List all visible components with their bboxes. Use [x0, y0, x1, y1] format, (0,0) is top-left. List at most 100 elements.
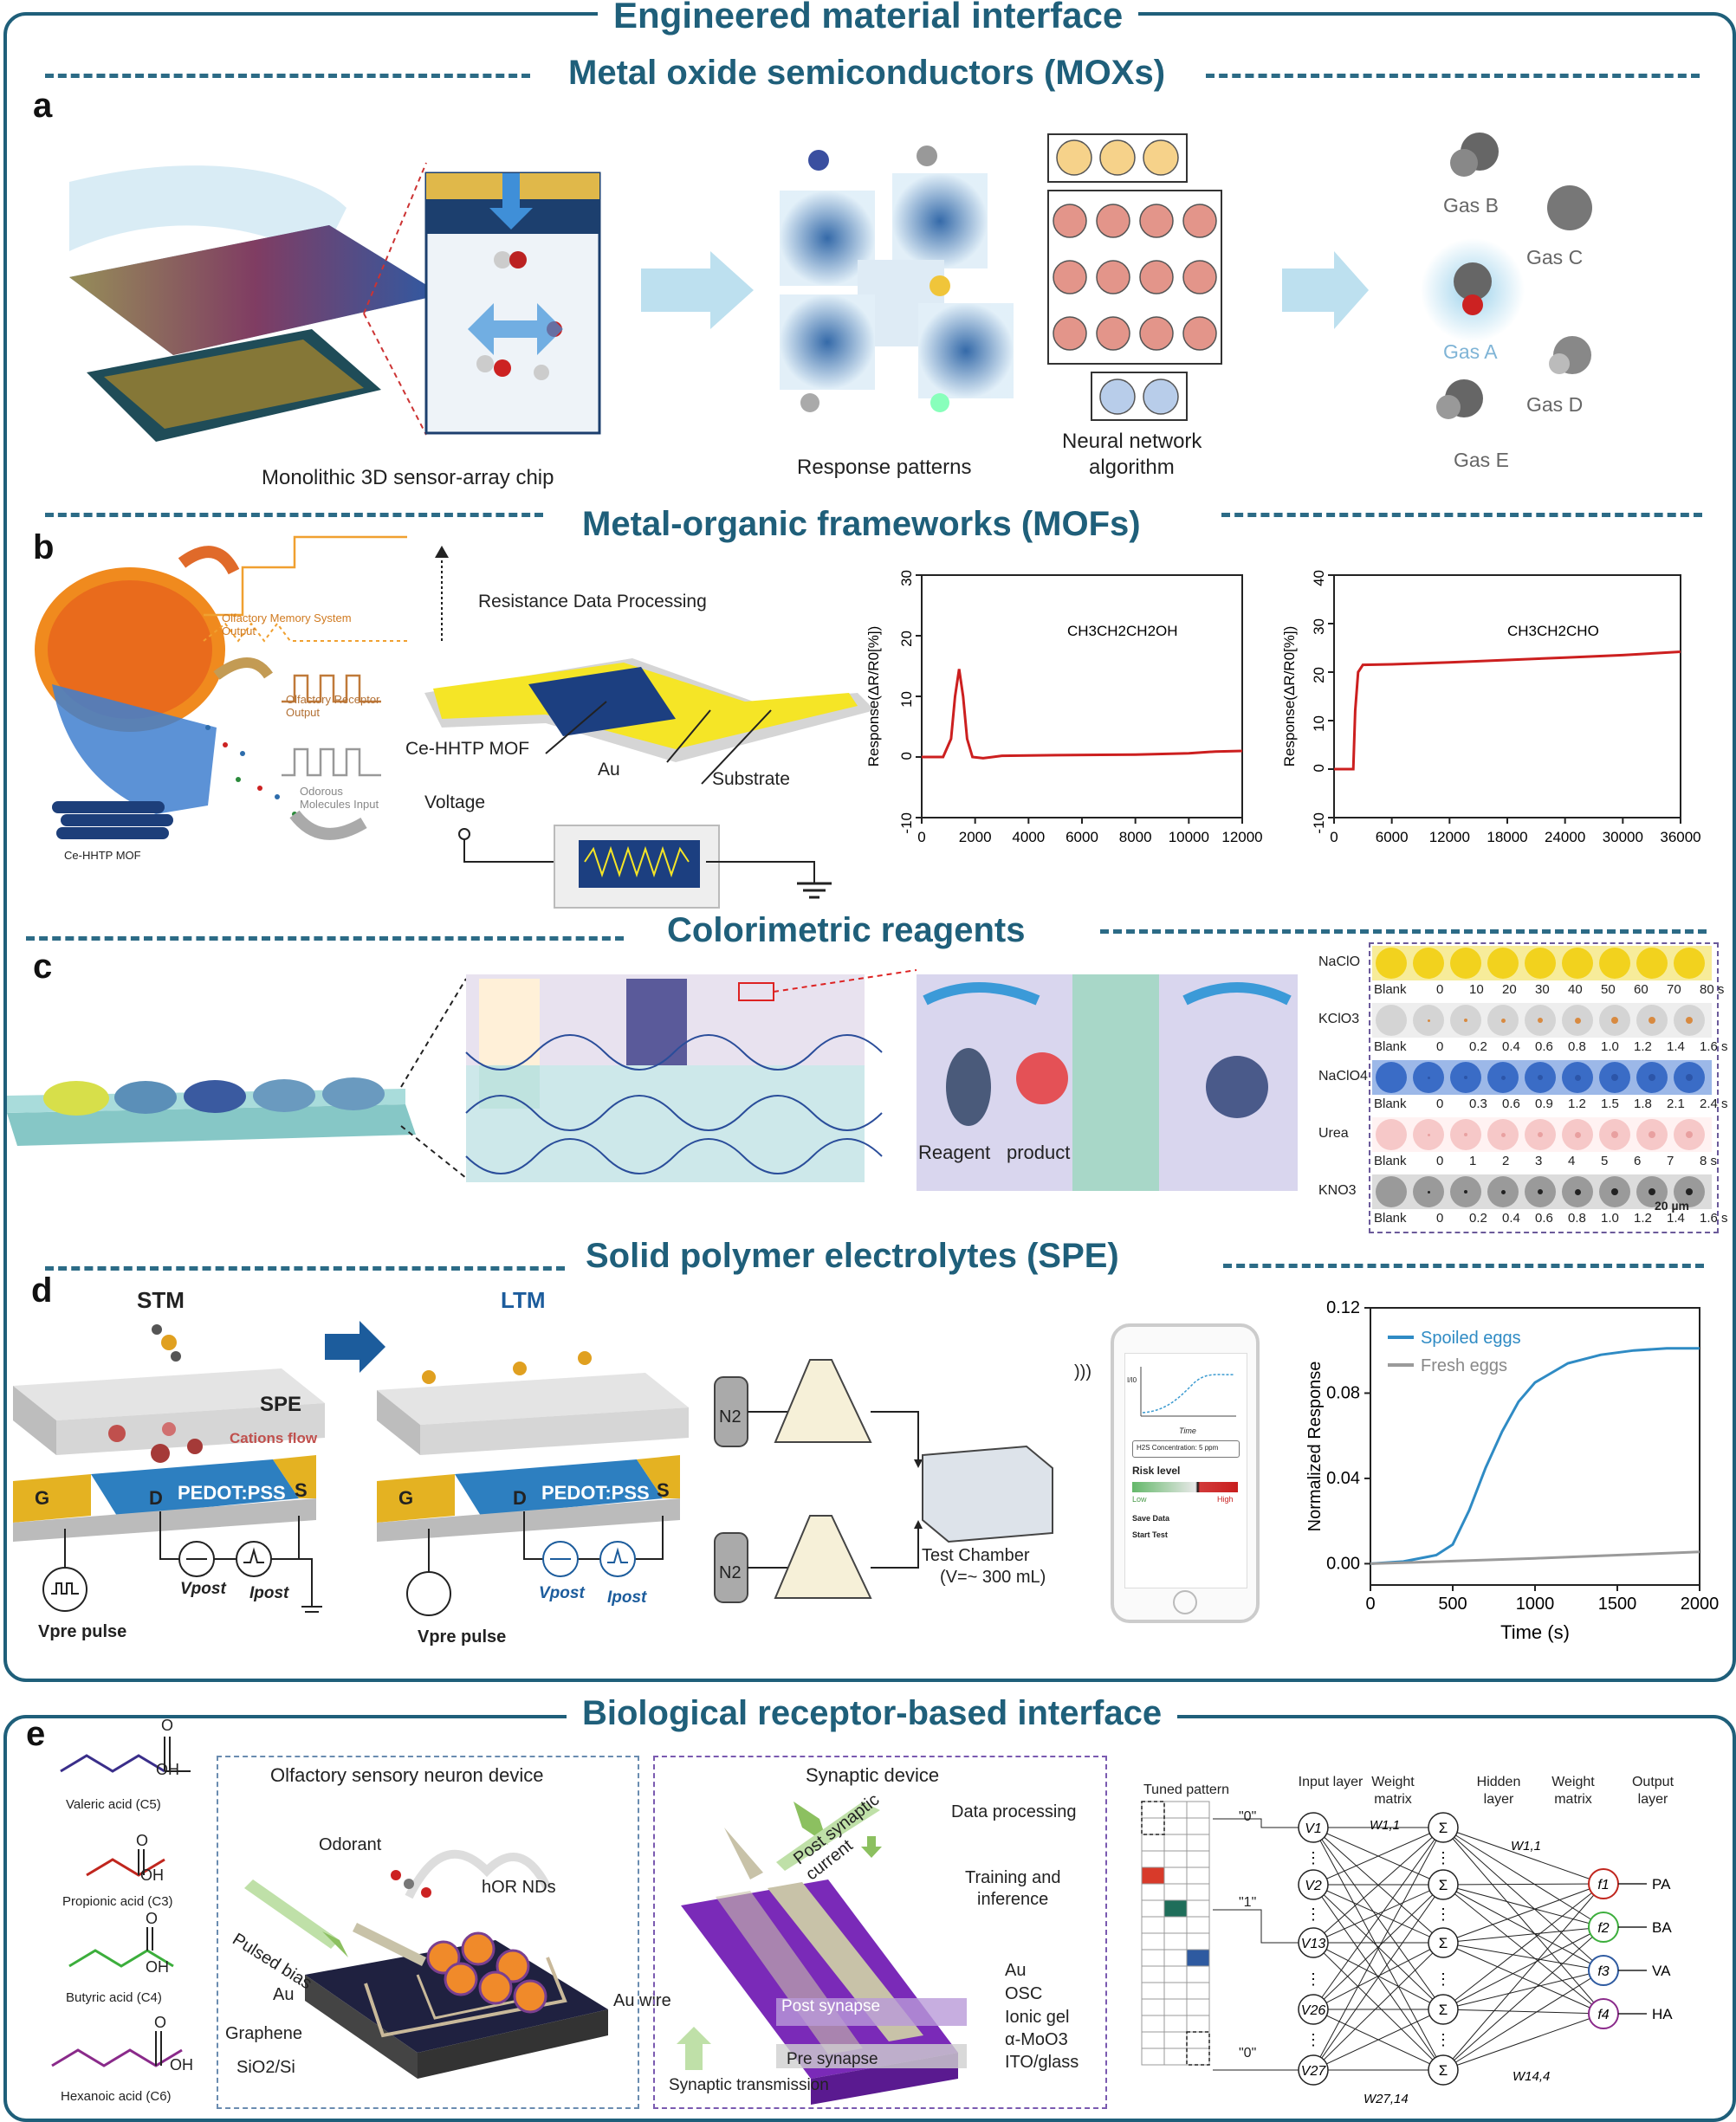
weight-edge	[1442, 1942, 1604, 2015]
x-tick-label: 36000	[1660, 829, 1700, 845]
valeric-label: Valeric acid (C5)	[66, 1797, 161, 1812]
weight-label: W14,4	[1513, 2069, 1550, 2084]
input-node-label: V27	[1301, 2064, 1327, 2079]
y-tick-label: 10	[1311, 715, 1327, 732]
series-line	[1370, 1550, 1700, 1565]
reagent-tick: 3	[1535, 1154, 1543, 1168]
pattern-cell	[1141, 1949, 1165, 1967]
weight-label: W1,1	[1511, 1839, 1541, 1854]
panel-e-label: e	[26, 1715, 46, 1753]
pattern-cell	[1141, 1982, 1165, 2000]
weight-edge	[1442, 1926, 1604, 2010]
pedot-stm: PEDOT:PSS	[178, 1482, 286, 1504]
phone-start-button[interactable]: Start Test	[1132, 1530, 1168, 1539]
reagent-well	[1376, 1005, 1407, 1036]
reagent-tick: 1.0	[1601, 1039, 1619, 1054]
reagent-tick: 5	[1601, 1154, 1609, 1168]
input-node	[1298, 1869, 1329, 1900]
mof-illustration	[35, 535, 875, 909]
reaction-dot	[1464, 1190, 1467, 1194]
reaction-dot	[1574, 1188, 1581, 1195]
phone-home-button[interactable]	[1173, 1590, 1197, 1614]
x-tick-label: 1000	[1516, 1595, 1555, 1614]
ltm-label: LTM	[501, 1287, 546, 1313]
synaptic-illustration	[677, 1802, 967, 2105]
n2-top: N2	[719, 1407, 742, 1427]
input-node-label: V26	[1301, 2003, 1326, 2018]
weight-label: W1,1	[1370, 1818, 1400, 1833]
panel-d-label: d	[31, 1271, 53, 1310]
reaction-dot	[1538, 1132, 1543, 1137]
odor-class-label: HA	[1652, 2006, 1673, 2022]
reagent-tick: 1.2	[1568, 1097, 1586, 1111]
odor-class-label: PA	[1652, 1876, 1671, 1892]
reagent-tick: 2.1	[1667, 1097, 1685, 1111]
source-stm: S	[295, 1479, 308, 1501]
gas-e-label: Gas E	[1454, 449, 1509, 471]
reagent-tick: 0.4	[1502, 1211, 1520, 1226]
y-tick-label: 20	[898, 631, 915, 647]
reaction-dot	[1686, 1017, 1693, 1024]
y-axis-label: Response(ΔR/R0[%])	[865, 626, 882, 767]
substrate-label: Substrate	[712, 769, 790, 789]
reagent-row-name: NaClO	[1318, 954, 1361, 969]
y-tick-label: 0	[898, 752, 915, 760]
acid-structures	[51, 1737, 191, 2067]
reagent-tick: 0.8	[1568, 1211, 1586, 1226]
panel-c-label: c	[33, 948, 53, 986]
x-tick-label: 2000	[1681, 1595, 1720, 1614]
data-processing-label: Data processing	[951, 1802, 1077, 1821]
reagent-well	[1450, 948, 1481, 979]
au-label: Au	[598, 760, 620, 780]
weight-edge	[1442, 1970, 1604, 2071]
pattern-cell	[1163, 1899, 1188, 1918]
reagent-tick: 4	[1568, 1154, 1576, 1168]
reagent-well	[1413, 1119, 1444, 1150]
pattern-cell	[1186, 1932, 1210, 1951]
hor-label: hOR NDs	[482, 1878, 556, 1897]
pattern-cell	[1163, 1916, 1188, 1934]
reagent-tick: 0.9	[1535, 1097, 1553, 1111]
reagent-tick: 0	[1436, 1211, 1444, 1226]
phone-concentration-text: H2S Concentration: 5 ppm	[1137, 1444, 1219, 1452]
reagent-tick: 8 s	[1700, 1154, 1718, 1168]
valeric-o: O	[161, 1717, 174, 1734]
y-tick-label: 0.04	[1326, 1469, 1360, 1488]
input-node-label: V2	[1305, 1879, 1322, 1893]
phone-save-button[interactable]: Save Data	[1132, 1514, 1170, 1523]
x-tick-label: 2000	[959, 829, 992, 845]
risk-gradient	[1132, 1482, 1238, 1492]
nn-caption-2: algorithm	[1089, 456, 1175, 479]
ellipsis: ⋮	[1435, 1849, 1451, 1866]
divider-a-left	[45, 74, 530, 78]
molecules-input-label: Odorous Molecules Input	[300, 785, 379, 811]
nn-layer-header: Weight matrix	[1551, 1775, 1595, 1807]
reaction-dot	[1500, 1018, 1506, 1023]
nn-layer-header: Output layer	[1631, 1775, 1674, 1807]
reagent-tick: 2.4 s	[1700, 1097, 1728, 1111]
drain-stm: D	[149, 1487, 163, 1509]
divider-c-left	[26, 936, 624, 941]
weight-edge	[1442, 2013, 1604, 2071]
pattern-cell	[1141, 1932, 1165, 1951]
legend-label: Fresh eggs	[1421, 1356, 1507, 1375]
reagent-well	[1525, 1176, 1556, 1207]
ellipsis: ⋮	[1305, 1905, 1321, 1923]
chemical-annotation: CH3CH2CHO	[1507, 623, 1599, 639]
legend-label: Spoiled eggs	[1421, 1329, 1521, 1348]
nn-layer-header: Weight matrix	[1371, 1775, 1415, 1807]
reagent-tick: 0	[1436, 1154, 1444, 1168]
memory-output-label: Olfactory Memory System Output	[222, 611, 352, 637]
reagent-well	[1674, 1062, 1705, 1093]
reagent-well	[1562, 1062, 1593, 1093]
reagent-label: Reagent	[918, 1142, 991, 1163]
y-tick-label: -10	[1311, 812, 1327, 834]
chemical-annotation: CH3CH2CH2OH	[1067, 623, 1178, 639]
butyric-oh: OH	[146, 1958, 169, 1976]
pattern-cell	[1141, 1866, 1165, 1885]
tuned-pattern-label: Tuned pattern	[1143, 1782, 1230, 1797]
osn-title: Olfactory sensory neuron device	[270, 1764, 544, 1786]
output-node-label: f3	[1597, 1964, 1609, 1979]
phone-risk-label: Risk level	[1132, 1465, 1181, 1477]
